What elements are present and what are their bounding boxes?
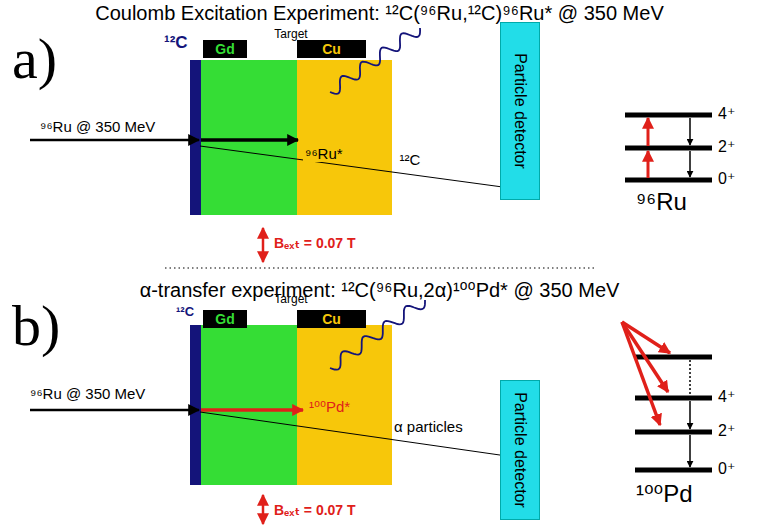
node-text: Cu (322, 41, 341, 57)
track-label: α particles (392, 418, 465, 435)
target-stack: Target (190, 325, 392, 485)
decay-arrow (689, 401, 691, 429)
gd-layer (201, 325, 297, 485)
field-arrow (262, 228, 265, 262)
carbon-layer (190, 60, 201, 215)
particle-detector: Particle detector (500, 380, 540, 520)
level-line (625, 146, 712, 151)
beam-arrow (30, 139, 199, 142)
excitation-arrow (647, 118, 650, 146)
level-line (635, 430, 712, 435)
track-label: ¹²C (397, 151, 422, 168)
annotation: ¹⁰⁰Pd* (307, 398, 352, 415)
recoil-arrow (201, 408, 303, 412)
cu-layer (297, 325, 392, 485)
node-text: Cu (322, 311, 341, 327)
decay-dotted (689, 360, 691, 395)
ejectile-track (200, 412, 392, 440)
node-text: Gd (215, 311, 234, 327)
level-line (635, 468, 712, 473)
layer-tag: Cu (297, 310, 366, 328)
level-line (635, 396, 712, 401)
layer-tag: Cu (297, 40, 366, 58)
node-text: Particle detector (511, 53, 529, 169)
particle-track (392, 440, 500, 455)
annotation: ⁹⁶Ru @ 350 MeV (30, 385, 145, 402)
gamma-ray (330, 28, 420, 94)
decay-arrow (689, 118, 691, 145)
panel-heading: α-transfer experiment: ¹²C(⁹⁶Ru,2α)¹⁰⁰Pd… (0, 279, 759, 302)
node-text: Particle detector (511, 392, 529, 508)
annotation: Bₑₓₜ = 0.07 T (274, 235, 356, 251)
annotation: 0⁺ (718, 170, 735, 188)
level-line (625, 178, 712, 183)
decay-arrow (689, 435, 691, 467)
panel-heading: Coulomb Excitation Experiment: ¹²C(⁹⁶Ru,… (0, 2, 759, 25)
gd-layer (201, 60, 297, 215)
annotation: 4⁺ (718, 388, 735, 406)
decay-arrow (689, 151, 691, 177)
target-stack: Target (190, 60, 392, 215)
annotation: 2⁺ (718, 138, 735, 156)
field-arrow (262, 495, 265, 524)
annotation: ¹⁰⁰Pd (636, 480, 693, 508)
cu-layer (297, 60, 392, 215)
layer-tag: Gd (203, 40, 247, 58)
node-text: Target (274, 27, 307, 41)
annotation: ⁹⁶Ru (636, 188, 687, 216)
feeding-arrow (622, 322, 660, 425)
annotation: ¹²C (164, 33, 188, 53)
annotation: Bₑₓₜ = 0.07 T (274, 502, 356, 518)
panel-letter: a) (12, 26, 57, 93)
annotation: ¹²C (176, 305, 194, 320)
beam-arrow (30, 409, 199, 412)
annotation: 4⁺ (718, 105, 735, 123)
annotation: 2⁺ (718, 422, 735, 440)
annotation: ⁹⁶Ru @ 350 MeV (40, 118, 155, 135)
annotation: ⁹⁶Ru* (303, 145, 345, 162)
panel-letter: b) (12, 293, 60, 360)
particle-detector: Particle detector (500, 22, 540, 200)
layer-tag: Gd (203, 310, 247, 328)
node-text: Gd (215, 41, 234, 57)
particle-track (392, 172, 500, 187)
excitation-arrow (647, 151, 650, 178)
recoil-arrow (201, 138, 298, 142)
carbon-layer (190, 325, 201, 485)
separator (165, 267, 595, 268)
annotation: 0⁺ (718, 460, 735, 478)
level-line (625, 113, 712, 118)
ejectile-track (200, 146, 392, 172)
